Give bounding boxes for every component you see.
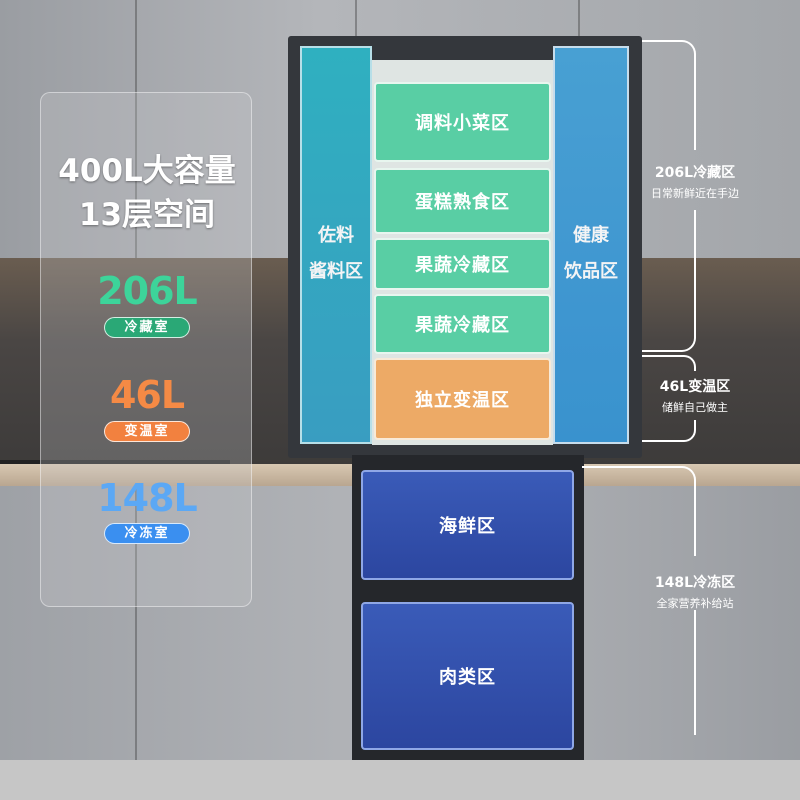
compartment-produce-1: 果蔬冷藏区: [374, 238, 551, 290]
headline-layers: 13层空间: [78, 197, 216, 233]
right-door-label-1: 健康: [573, 225, 609, 246]
bracket-fridge-bottom: [642, 210, 696, 352]
right-door-shelf: 健康 饮品区: [553, 46, 629, 444]
right-door-label-2: 饮品区: [564, 261, 618, 282]
floor: [0, 760, 800, 800]
left-door-shelf: 佐料 酱料区: [300, 46, 372, 444]
compartment-condiments: 调料小菜区: [374, 82, 551, 162]
cooktop: [0, 460, 230, 466]
drawer-meat: 肉类区: [361, 602, 574, 750]
compartment-deli: 蛋糕熟食区: [374, 168, 551, 234]
annotation-title: 148L冷冻区: [654, 575, 736, 591]
annotation-subtitle: 全家营养补给站: [656, 597, 734, 610]
freezer-capacity: 148L: [97, 476, 198, 520]
headline-capacity: 400L大容量: [58, 153, 236, 189]
convertible-capacity: 46L: [109, 373, 185, 417]
annotation-subtitle: 日常新鲜近在手边: [651, 187, 739, 200]
annotation-freezer: 148L冷冻区 全家营养补给站: [625, 572, 765, 611]
annotation-convertible: 46L变温区 储鲜自己做主: [625, 376, 765, 415]
bracket-freezer-bottom: [582, 610, 696, 735]
left-door-label-2: 酱料区: [309, 261, 363, 282]
bracket-freezer-top: [582, 466, 696, 556]
freezer-label: 冷冻室: [104, 523, 190, 544]
annotation-subtitle: 储鲜自己做主: [662, 401, 728, 414]
convertible-label: 变温室: [104, 421, 190, 442]
bracket-convertible-bottom: [642, 420, 696, 442]
annotation-title: 46L变温区: [659, 379, 731, 395]
cabinet-seam: [135, 0, 137, 258]
compartment-convertible: 独立变温区: [374, 358, 551, 440]
annotation-title: 206L冷藏区: [654, 165, 736, 181]
bracket-convertible-top: [642, 355, 696, 371]
left-door-label-1: 佐料: [318, 225, 354, 246]
fridge-label: 冷藏室: [104, 317, 190, 338]
drawer-seafood: 海鲜区: [361, 470, 574, 580]
bracket-fridge-top: [642, 40, 696, 150]
capacity-summary-panel: 400L大容量 13层空间 206L 冷藏室 46L 变温室 148L 冷冻室: [40, 92, 252, 607]
cabinet-seam: [135, 486, 137, 760]
compartment-produce-2: 果蔬冷藏区: [374, 294, 551, 354]
fridge-capacity: 206L: [97, 269, 198, 313]
annotation-fridge: 206L冷藏区 日常新鲜近在手边: [625, 162, 765, 201]
